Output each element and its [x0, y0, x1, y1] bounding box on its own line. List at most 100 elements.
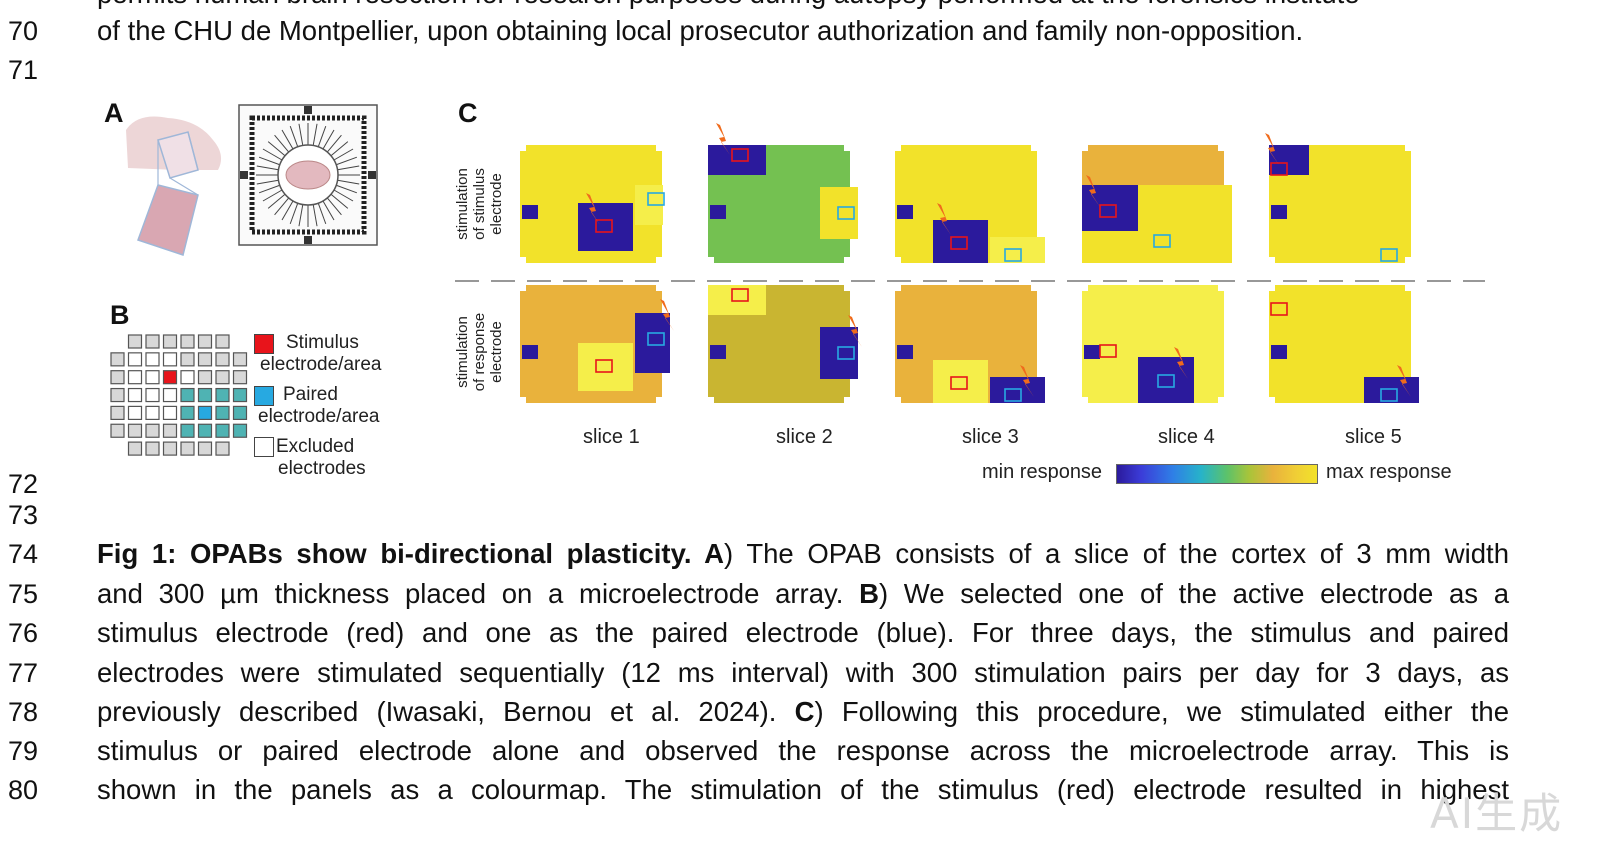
response-area: [708, 145, 766, 175]
blocked-electrode: [710, 205, 726, 219]
electrode-marker: [647, 332, 665, 346]
legend-stimulus-label: electrode/area: [260, 354, 382, 375]
watermark: AI生成: [1430, 789, 1564, 838]
electrode-cell: [197, 334, 213, 349]
electrode-marker: [1004, 388, 1022, 402]
legend-excluded-label: Excluded: [276, 436, 355, 457]
connector-trace: [298, 204, 304, 227]
connector-trace: [258, 184, 280, 194]
caption-bold: C: [794, 696, 815, 727]
body-text-line: of the CHU de Montpellier, upon obtainin…: [97, 15, 1304, 46]
electrode-cell: [197, 423, 213, 438]
blocked-electrode: [897, 345, 913, 359]
electrode-cell: [232, 370, 248, 385]
electrode-cell: [215, 405, 230, 421]
caption-bold: B: [859, 578, 879, 609]
electrode-marker: [1099, 204, 1117, 218]
connector-trace: [262, 148, 283, 161]
slice-label: slice 1: [583, 426, 640, 448]
response-heatmaps: [520, 123, 1419, 403]
electrode-cell: [110, 352, 125, 367]
electrode-cell: [110, 405, 125, 421]
electrode-marker: [837, 346, 855, 360]
caption-text: previously described (Iwasaki, Bernou et…: [97, 696, 795, 727]
electrode-cell: [145, 405, 160, 421]
response-area: [990, 377, 1045, 403]
connector-trace: [330, 193, 349, 209]
electrode-cell: [127, 370, 143, 385]
panel-label-c: C: [458, 98, 478, 128]
connector-trace: [337, 179, 360, 185]
electrode-cell: [145, 387, 160, 403]
electrode-cell: [232, 423, 248, 438]
response-area: [990, 237, 1045, 263]
electrode-cell: [127, 334, 143, 349]
connector-trace: [289, 125, 299, 147]
row-label-line: of stimulus: [471, 168, 488, 240]
connector-trace: [322, 200, 335, 221]
electrode-cell: [180, 370, 195, 385]
line-number: 76: [8, 618, 39, 648]
line-number: 71: [8, 55, 39, 85]
electrode-cell: [232, 352, 248, 367]
stimulation-bolt-icon: [1086, 175, 1100, 207]
connector-trace: [274, 134, 290, 153]
response-area: [1364, 377, 1419, 403]
electrode-cell: [197, 370, 213, 385]
stimulation-bolt-icon: [1397, 365, 1411, 397]
colorbar-min-label: min response: [982, 461, 1103, 483]
row-label-line: stimulation: [454, 168, 471, 240]
electrode-marker: [1153, 234, 1171, 248]
connector-trace: [312, 204, 318, 227]
blocked-electrode: [1084, 345, 1100, 359]
connector-trace: [281, 200, 294, 221]
stimulation-bolt-icon: [1265, 133, 1279, 165]
colorbar: [1116, 464, 1318, 484]
electrode-cell: [162, 370, 178, 385]
electrode-marker: [1270, 302, 1288, 316]
electrode-cell: [215, 334, 230, 349]
caption-text: ) Following this procedure, we stimulate…: [814, 696, 1510, 727]
legend-excluded-label: electrodes: [278, 458, 366, 479]
electrode-cell: [197, 387, 213, 403]
electrode-cell: [180, 423, 195, 438]
electrode-cell: [162, 387, 178, 403]
row-label-line: stimulation: [454, 316, 471, 388]
electrode-cell: [110, 387, 125, 403]
line-number: 77: [8, 658, 39, 688]
paired-legend-swatch: [254, 386, 274, 406]
electrode-cell: [110, 423, 125, 438]
electrode-marker: [1380, 388, 1398, 402]
connector-trace: [256, 165, 279, 171]
electrode-cell: [180, 352, 195, 367]
electrode-marker: [647, 192, 665, 206]
connector-trace: [267, 141, 286, 157]
legend-stimulus-label: Stimulus: [286, 332, 359, 353]
electrode-cell: [145, 334, 160, 349]
slice-label: slice 5: [1345, 426, 1402, 448]
electrode-cell: [145, 423, 160, 438]
response-area: [578, 203, 633, 251]
line-number: 70: [8, 16, 39, 46]
caption-text: and 300 µm thickness placed on a microel…: [97, 578, 860, 609]
connector-trace: [336, 184, 358, 194]
connector-trace: [267, 193, 286, 209]
connector-trace: [333, 148, 354, 161]
legend-paired-label: electrode/area: [258, 406, 380, 427]
response-area: [933, 360, 988, 403]
caption-line: shown in the panels as a colourmap. The …: [97, 774, 1509, 805]
slice-label: slice 3: [962, 426, 1019, 448]
connector-trace: [326, 197, 342, 216]
line-number: 74: [8, 539, 39, 569]
caption-line: stimulus or paired electrode alone and o…: [97, 735, 1509, 766]
electrode-cell: [145, 370, 160, 385]
electrode-grid: [110, 334, 248, 456]
electrode-cell: [127, 405, 143, 421]
connector-trace: [336, 156, 358, 166]
electrode-cell: [162, 405, 178, 421]
row-separator: [455, 280, 1485, 282]
stimulation-bolt-icon: [660, 299, 674, 331]
electrode-cell: [127, 423, 143, 438]
electrode-cell: [215, 387, 230, 403]
caption-line: stimulus electrode (red) and one as the …: [97, 617, 1509, 648]
